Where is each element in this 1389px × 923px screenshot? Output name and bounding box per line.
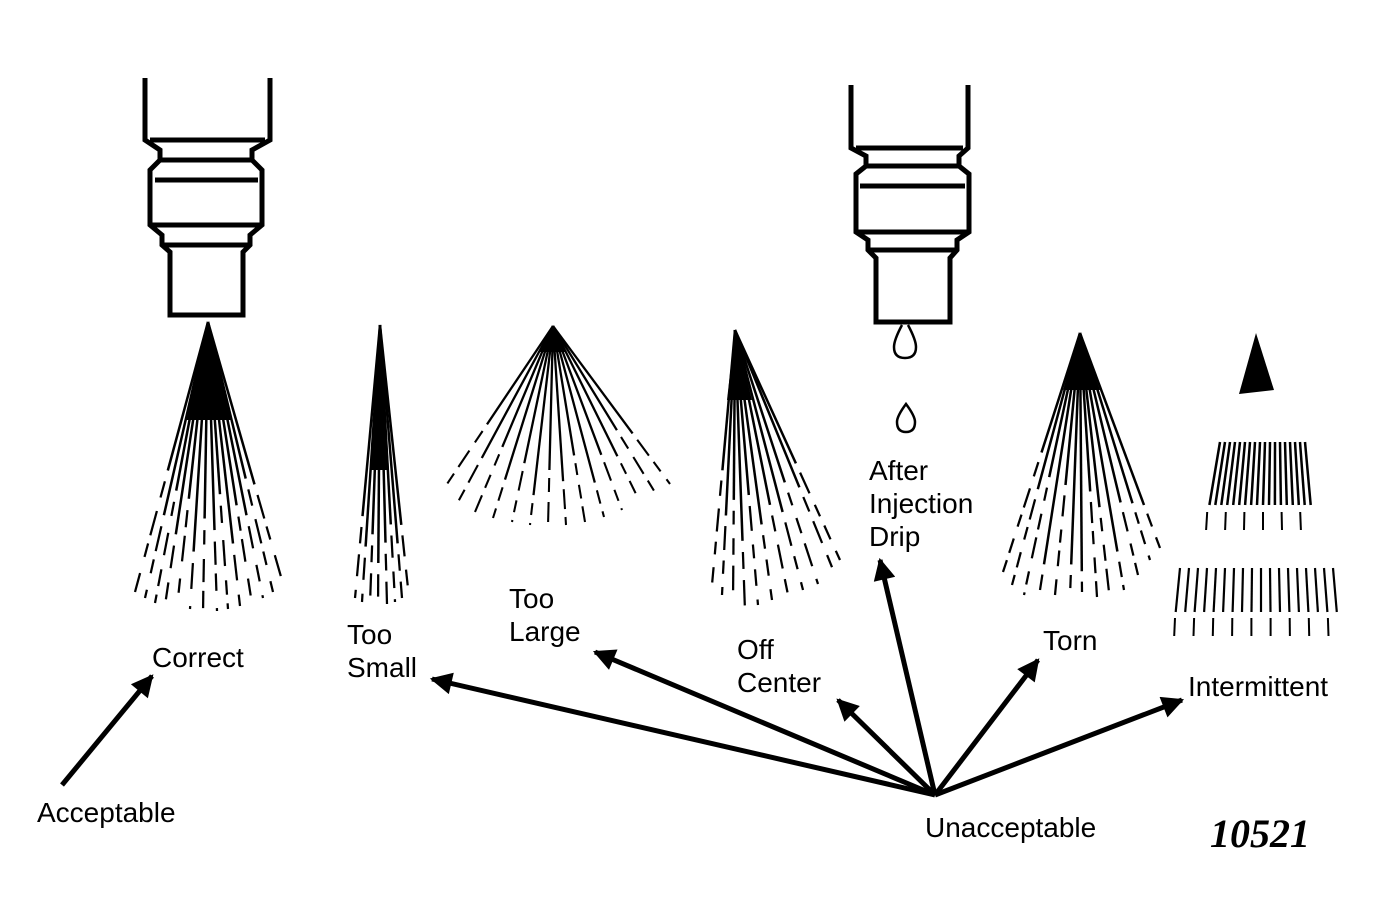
spray-too-large	[446, 325, 671, 526]
label-too-large-line-2: Large	[509, 616, 581, 647]
label-drip-line-3: Drip	[869, 521, 921, 552]
arrow-to-intermittent	[934, 696, 1185, 798]
label-after-injection-drip: After Injection Drip	[869, 454, 973, 553]
drip-drop-falling	[895, 401, 917, 434]
drip-drops	[892, 324, 918, 434]
spray-correct	[133, 321, 282, 612]
arrow-acceptable-to-correct	[60, 674, 154, 787]
arrow-to-too-small	[429, 672, 936, 798]
label-too-large-line-1: Too	[509, 583, 555, 614]
label-off-center-line-2: Center	[737, 667, 822, 698]
figure-number: 10521	[1210, 811, 1310, 856]
arrows	[60, 557, 1185, 798]
label-too-small: Too Small	[347, 618, 417, 684]
arrow-to-drip	[873, 557, 938, 796]
label-too-large: Too Large	[509, 582, 581, 648]
label-correct: Correct	[152, 642, 244, 673]
label-acceptable: Acceptable	[37, 797, 176, 828]
label-intermittent: Intermittent	[1188, 671, 1329, 702]
arrow-to-off-center	[836, 698, 937, 797]
spray-torn	[1001, 332, 1162, 598]
spray-off-center	[711, 329, 842, 606]
label-off-center: Off Center	[737, 633, 821, 699]
label-off-center-line-1: Off	[737, 634, 774, 665]
spray-patterns	[133, 321, 1338, 637]
injector-nozzle-left	[142, 78, 273, 318]
drip-drop-hanging	[892, 324, 918, 360]
label-drip-line-1: After	[869, 455, 929, 486]
label-too-small-line-1: Too	[347, 619, 393, 650]
label-drip-line-2: Injection	[869, 488, 974, 519]
arrow-to-torn	[933, 658, 1040, 797]
label-torn: Torn	[1043, 625, 1098, 656]
spray-too-small	[353, 324, 409, 605]
arrow-to-too-large	[592, 649, 936, 798]
injector-nozzle-right	[848, 85, 972, 325]
label-too-small-line-2: Small	[347, 652, 418, 683]
spray-intermittent	[1173, 333, 1338, 637]
label-unacceptable: Unacceptable	[925, 812, 1097, 843]
